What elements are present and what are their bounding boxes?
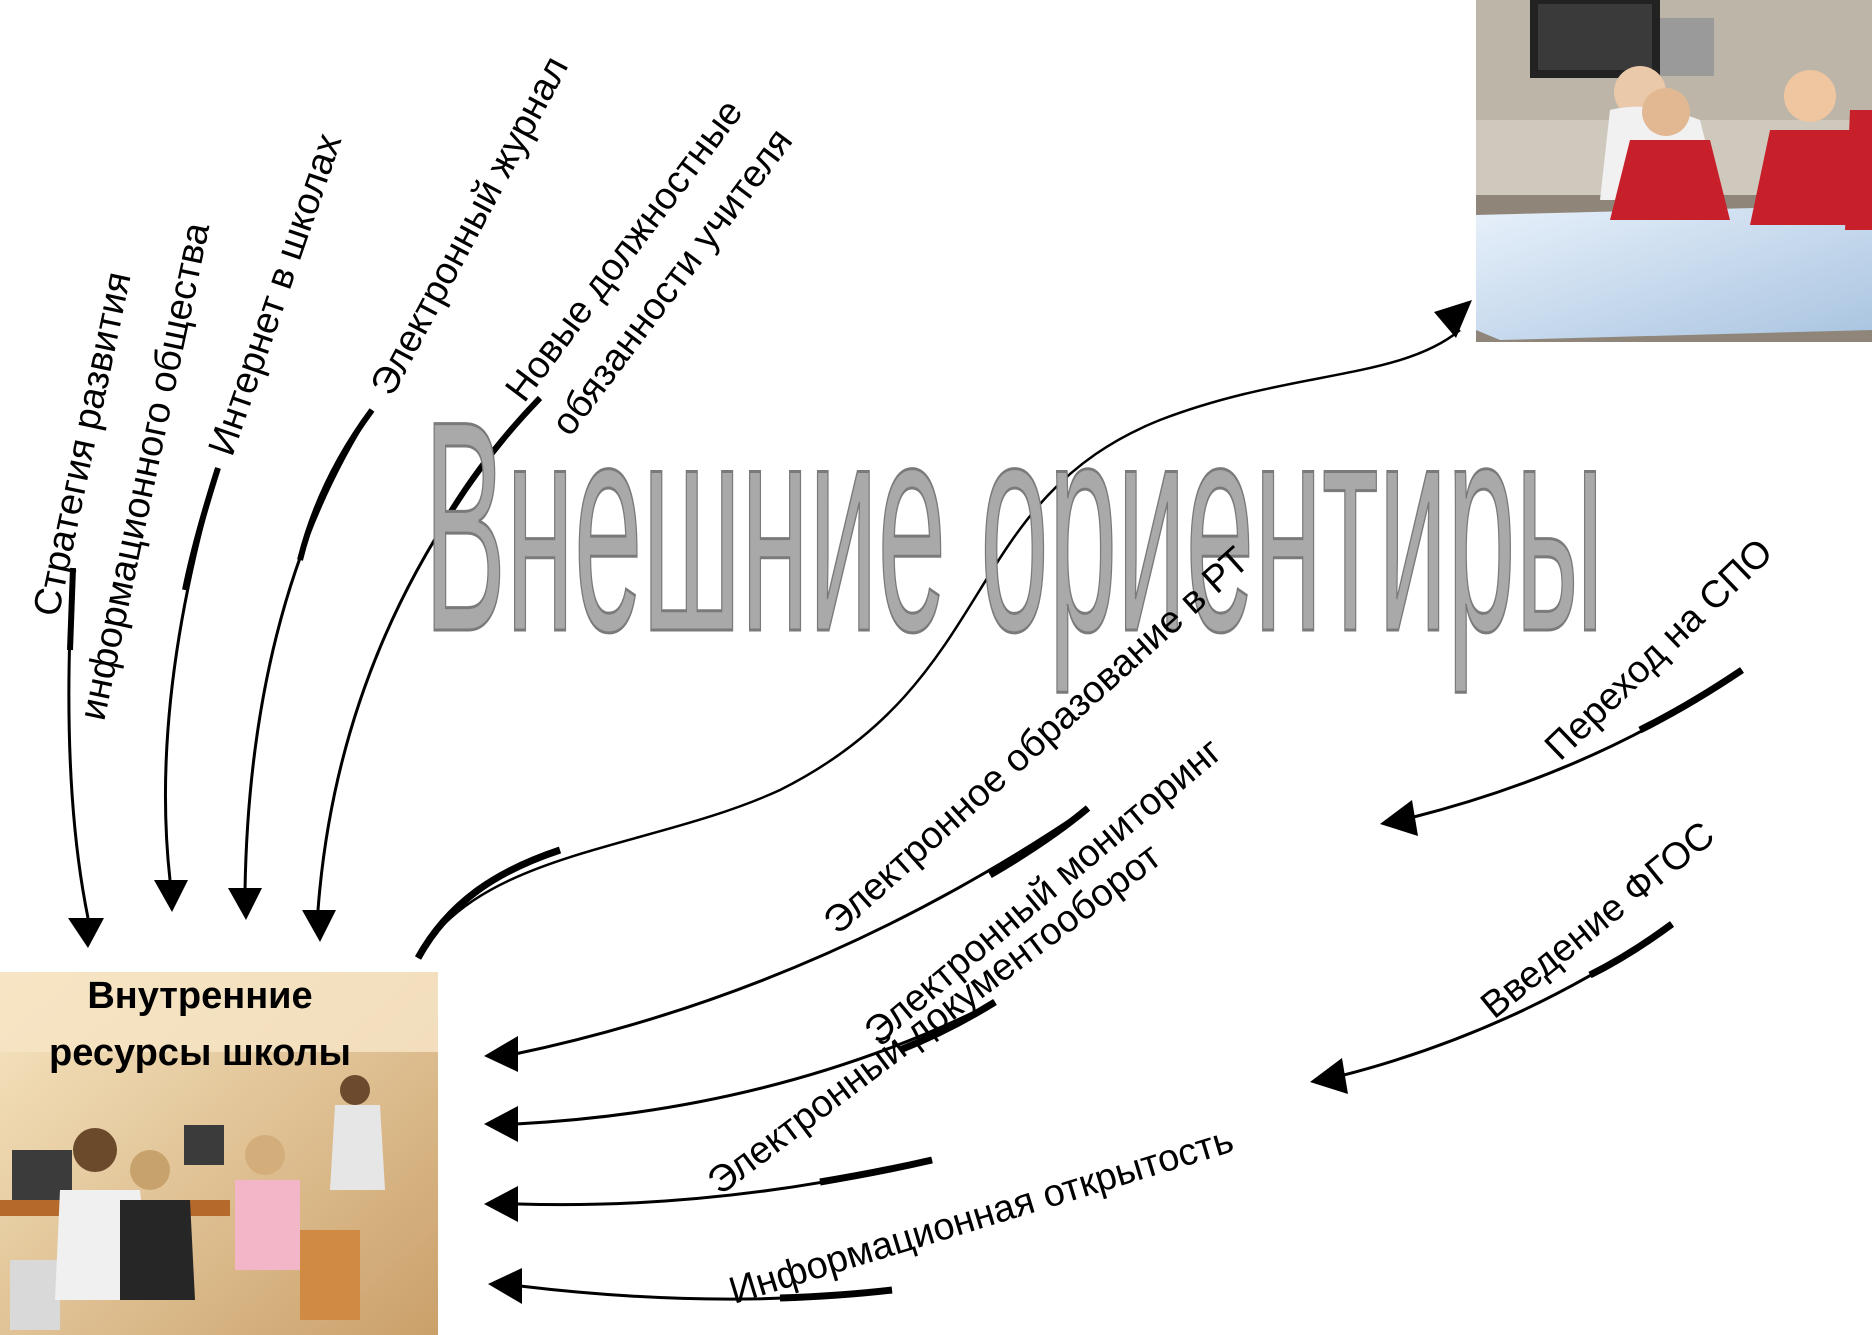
arrow-e-documents <box>484 1156 933 1222</box>
arrow-e-journal <box>228 408 375 920</box>
arrow-e-education <box>484 805 1091 1072</box>
arrow-openness <box>488 1268 893 1304</box>
photo-classroom <box>0 972 438 1335</box>
arrow-internet <box>154 467 221 912</box>
label-fgos: Введение ФГОС <box>1473 814 1722 1027</box>
diagram-title: Внешние ориентиры <box>424 358 1604 694</box>
arrow-new-duties <box>302 395 543 942</box>
arrow-to-photo <box>414 300 1472 960</box>
label-openness: Информационная открытость <box>724 1119 1238 1313</box>
arrow-spo <box>1380 667 1744 836</box>
arrow-strategy <box>67 567 104 948</box>
arrow-fgos <box>1310 921 1675 1094</box>
center-box-title-line1: Внутренние <box>87 975 312 1017</box>
label-e-monitoring: Электронный мониторинг <box>857 730 1230 1053</box>
arrow-e-monitoring <box>484 999 997 1142</box>
center-box-title-line2: ресурсы школы <box>49 1032 351 1074</box>
photo-interactive-table <box>1476 0 1872 342</box>
label-internet: Интернет в школах <box>201 128 351 461</box>
label-e-documents: Электронный документооборот <box>700 835 1169 1203</box>
